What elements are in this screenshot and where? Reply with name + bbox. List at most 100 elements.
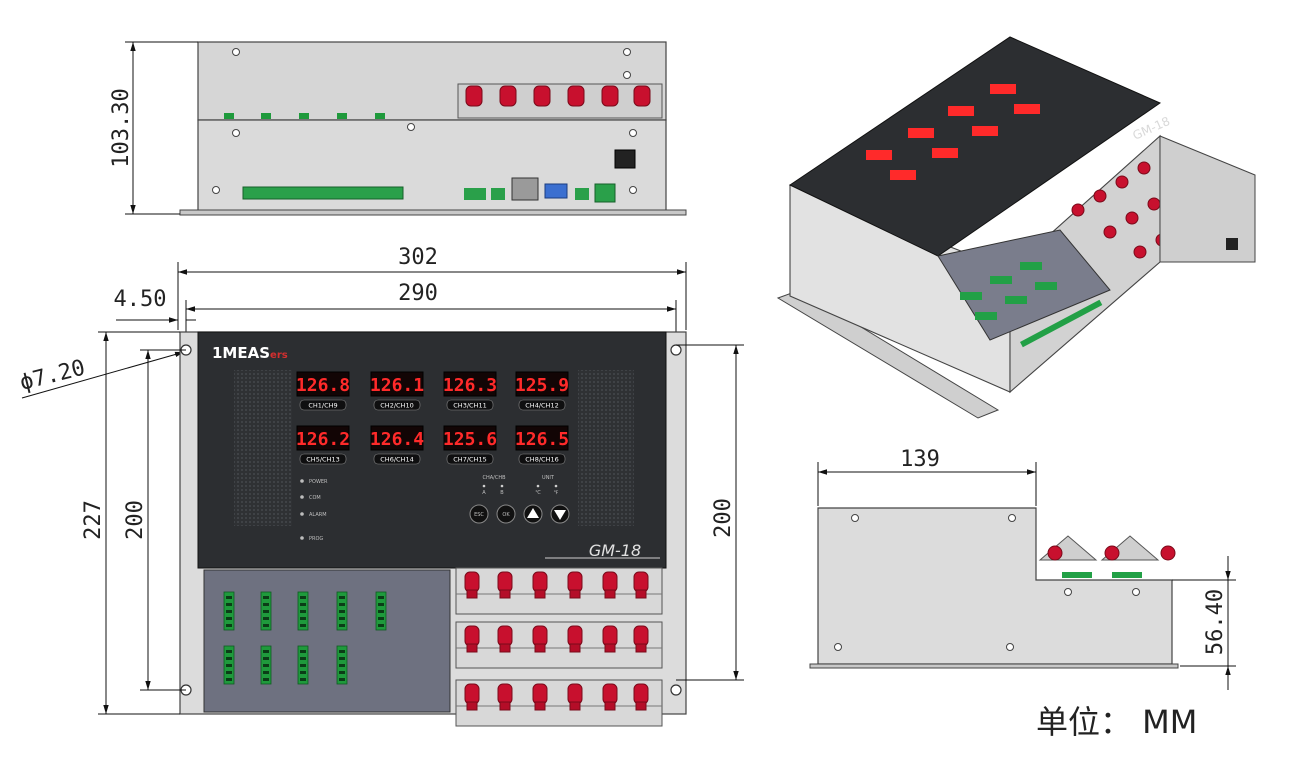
dim-overall-width — [177, 262, 687, 330]
terminal-panel — [203, 569, 451, 713]
ok-button — [496, 504, 516, 524]
model-label: GM-18 — [589, 541, 641, 560]
display-reading: 126.1 — [370, 375, 424, 396]
speaker-grille-right — [578, 370, 634, 526]
dim-label-overall-height: 227 — [81, 500, 106, 540]
svg-text:ESC: ESC — [474, 512, 484, 518]
display-reading: 126.4 — [370, 429, 424, 450]
display-channel-label: CH5/CH13 — [306, 456, 339, 464]
dim-hole-spacing-right — [676, 344, 744, 681]
svg-text:UNIT: UNIT — [542, 475, 555, 481]
display-channel-label: CH6/CH14 — [380, 456, 413, 464]
rf-connector — [497, 625, 513, 653]
terminal-block — [336, 591, 348, 631]
iso-top-panel — [788, 36, 1162, 257]
rf-connector — [567, 571, 583, 599]
status-indicator: ALARM — [300, 512, 327, 518]
dim-side-length — [817, 462, 1037, 506]
display-channel-label: CH7/CH15 — [453, 456, 486, 464]
rf-connector — [633, 571, 649, 599]
terminal-block — [223, 591, 235, 631]
connector-rows — [455, 567, 663, 727]
top-view-terminal-strip — [242, 186, 404, 200]
rf-connector — [567, 683, 583, 711]
dim-label-overall-width: 302 — [398, 245, 438, 270]
rf-connector — [532, 625, 548, 653]
display-channel-label: CH8/CH16 — [525, 456, 558, 464]
display-reading: 125.9 — [515, 375, 569, 396]
isometric-view: GM-18 — [776, 36, 1256, 419]
display-channel-label: CH4/CH12 — [525, 402, 558, 410]
esc-button — [469, 504, 489, 524]
display-reading: 126.3 — [443, 375, 497, 396]
switch-indicators: CHA/CHB A B UNIT ℃ ℉ — [482, 475, 558, 496]
control-buttons: ESC OK — [469, 504, 570, 524]
dim-label-edge-offset: 4.50 — [114, 287, 167, 312]
terminal-block — [297, 591, 309, 631]
dim-overall-height — [98, 331, 180, 715]
indicator-label: ALARM — [309, 512, 327, 518]
power-switch — [614, 149, 636, 169]
top-view-terminal-tabs — [224, 113, 385, 119]
svg-text:A: A — [482, 490, 486, 496]
channel-displays: 126.8CH1/CH9126.1CH2/CH10126.3CH3/CH1112… — [296, 371, 569, 465]
svg-text:℃: ℃ — [535, 490, 541, 496]
rf-connector — [464, 625, 480, 653]
indicator-label: POWER — [309, 479, 328, 485]
terminal-block — [375, 591, 387, 631]
terminal-block — [223, 645, 235, 685]
rf-connector — [464, 571, 480, 599]
dim-label-top-height: 103.30 — [109, 88, 134, 167]
top-view — [179, 41, 687, 216]
svg-text:℉: ℉ — [554, 490, 559, 496]
rf-connector — [633, 683, 649, 711]
status-indicator: COM — [300, 495, 321, 501]
terminal-block — [260, 645, 272, 685]
terminal-block — [297, 645, 309, 685]
rf-connector — [497, 571, 513, 599]
rf-connector — [497, 683, 513, 711]
dim-label-hole-spacing-left: 200 — [123, 500, 148, 540]
indicator-label: COM — [309, 495, 321, 501]
rf-connector — [464, 683, 480, 711]
display-reading: 126.2 — [296, 429, 350, 450]
dim-label-side-step: 56.40 — [1203, 589, 1228, 655]
svg-text:OK: OK — [502, 512, 510, 518]
dim-label-side-length: 139 — [900, 447, 940, 472]
down-arrow-icon — [554, 510, 566, 520]
svg-text:CHA/CHB: CHA/CHB — [482, 475, 506, 481]
unit-note: 单位： MM — [1036, 703, 1197, 741]
display-reading: 125.6 — [443, 429, 497, 450]
display-channel-label: CH1/CH9 — [308, 402, 337, 410]
display-reading: 126.5 — [515, 429, 569, 450]
display-channel-label: CH3/CH11 — [453, 402, 486, 410]
svg-text:B: B — [500, 490, 504, 496]
terminal-block — [260, 591, 272, 631]
top-view-connectors — [465, 85, 651, 107]
side-view — [809, 507, 1179, 669]
dim-hole-spacing-left — [140, 349, 186, 691]
status-indicator: PROG — [300, 536, 323, 542]
display-channel-label: CH2/CH10 — [380, 402, 413, 410]
dim-hole-leader — [21, 351, 185, 399]
rf-connector — [602, 625, 618, 653]
rf-connector — [532, 683, 548, 711]
status-indicator: POWER — [300, 479, 328, 485]
up-arrow-icon — [527, 508, 539, 518]
rf-connector — [633, 625, 649, 653]
dim-label-hole-spacing-right: 200 — [711, 498, 736, 538]
display-reading: 126.8 — [296, 375, 350, 396]
rf-connector — [602, 683, 618, 711]
brand-logo: 1MEASers — [212, 344, 288, 362]
indicator-label: PROG — [309, 536, 323, 542]
speaker-grille-left — [234, 370, 292, 526]
rf-connector — [567, 625, 583, 653]
